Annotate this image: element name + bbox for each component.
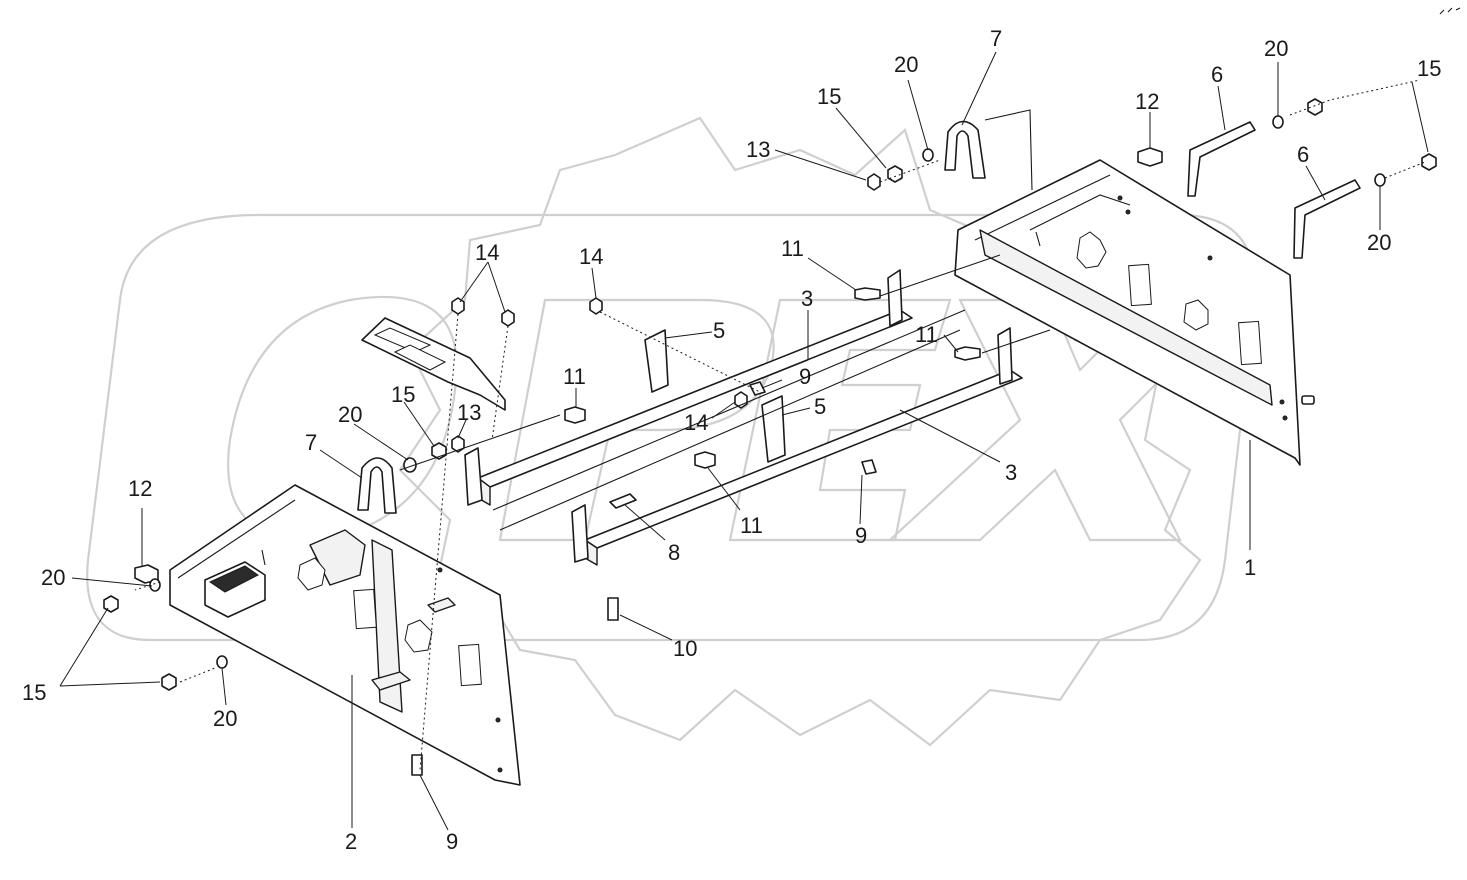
callout-3: 3 xyxy=(801,286,813,311)
bolt-10 xyxy=(607,597,619,621)
nut-14-b xyxy=(501,309,515,327)
callout-11: 11 xyxy=(563,364,586,389)
bolt-11-b xyxy=(954,346,981,361)
callout-2: 2 xyxy=(345,829,357,854)
u-bolt-7-upper xyxy=(944,120,986,179)
callout-11: 11 xyxy=(915,322,938,347)
nut-14-a xyxy=(451,297,465,315)
panel-right-gear-hole-1 xyxy=(1076,231,1107,269)
callout-11: 11 xyxy=(740,513,763,538)
callout-14: 14 xyxy=(579,244,603,269)
washer-20-b xyxy=(1272,115,1284,129)
assembly-axes xyxy=(134,79,1426,771)
callout-13: 13 xyxy=(746,137,770,162)
watermark-letter-x xyxy=(887,298,1243,542)
bolt-12-a xyxy=(1137,147,1163,167)
callout-12: 12 xyxy=(1135,89,1159,114)
washer-20-a xyxy=(922,148,934,162)
callout-7: 7 xyxy=(305,430,317,455)
bracket-6-upper xyxy=(1187,121,1256,197)
callout-9: 9 xyxy=(799,364,811,389)
nut-15-c xyxy=(1421,153,1437,171)
plate-5-upper xyxy=(644,329,669,393)
callout-6: 6 xyxy=(1211,62,1223,87)
bolt-9-b xyxy=(749,381,766,396)
nut-14-c xyxy=(589,297,603,315)
callout-7: 7 xyxy=(990,26,1002,51)
callout-20: 20 xyxy=(1264,36,1288,61)
callout-20: 20 xyxy=(41,565,65,590)
callout-14: 14 xyxy=(475,240,499,265)
callout-6: 6 xyxy=(1297,142,1309,167)
callout-12: 12 xyxy=(128,476,152,501)
bolt-11-c xyxy=(564,406,586,424)
callout-20: 20 xyxy=(1367,230,1391,255)
callout-13: 13 xyxy=(457,400,481,425)
nut-15-a xyxy=(887,165,903,183)
callout-20: 20 xyxy=(338,402,362,427)
washer-20-e xyxy=(149,578,161,592)
callout-15: 15 xyxy=(1417,56,1441,81)
nut-14-d xyxy=(734,391,748,409)
callout-11: 11 xyxy=(781,236,804,261)
rail-3-lower xyxy=(571,327,1023,566)
callout-20: 20 xyxy=(213,706,237,731)
clip-8 xyxy=(609,493,637,509)
callout-20: 20 xyxy=(894,52,918,77)
bracket-6-lower xyxy=(1293,179,1361,259)
panel-right-gear-hole-2 xyxy=(1183,299,1209,331)
nut-15-b xyxy=(1307,98,1323,116)
callout-1: 1 xyxy=(1244,555,1256,580)
bolt-9-c xyxy=(411,754,423,776)
callout-labels: 20 7 15 13 20 15 12 6 6 20 11 14 14 3 5 … xyxy=(22,26,1441,854)
corner-mark xyxy=(1439,7,1461,15)
panel-left-face xyxy=(169,484,521,786)
callout-9: 9 xyxy=(855,523,867,548)
callout-8: 8 xyxy=(668,540,680,565)
callout-15: 15 xyxy=(391,382,415,407)
panel-right-channel xyxy=(979,229,1273,406)
callout-15: 15 xyxy=(817,84,841,109)
callout-5: 5 xyxy=(713,318,725,343)
u-bolt-7-lower xyxy=(357,457,397,514)
nut-15-f xyxy=(161,673,177,691)
nut-13-a xyxy=(867,173,881,191)
bolt-9-a xyxy=(861,459,877,475)
callout-9: 9 xyxy=(446,829,458,854)
rail-3-upper xyxy=(464,269,913,506)
side-panel-left xyxy=(169,484,521,786)
bracket-top-left xyxy=(361,317,506,411)
callout-10: 10 xyxy=(673,636,697,661)
bolt-11-d xyxy=(694,451,716,469)
plate-5-lower xyxy=(761,395,786,463)
washer-20-f xyxy=(216,655,228,669)
callout-14: 14 xyxy=(684,410,708,435)
side-panel-right xyxy=(954,159,1315,466)
callout-3: 3 xyxy=(1005,460,1017,485)
callout-15: 15 xyxy=(22,680,46,705)
watermark-gear xyxy=(398,116,1202,747)
nut-15-e xyxy=(103,595,119,613)
callout-5: 5 xyxy=(814,394,826,419)
leader-lines xyxy=(59,51,1429,831)
bolt-11-a xyxy=(854,287,881,301)
washer-20-c xyxy=(1374,173,1386,187)
